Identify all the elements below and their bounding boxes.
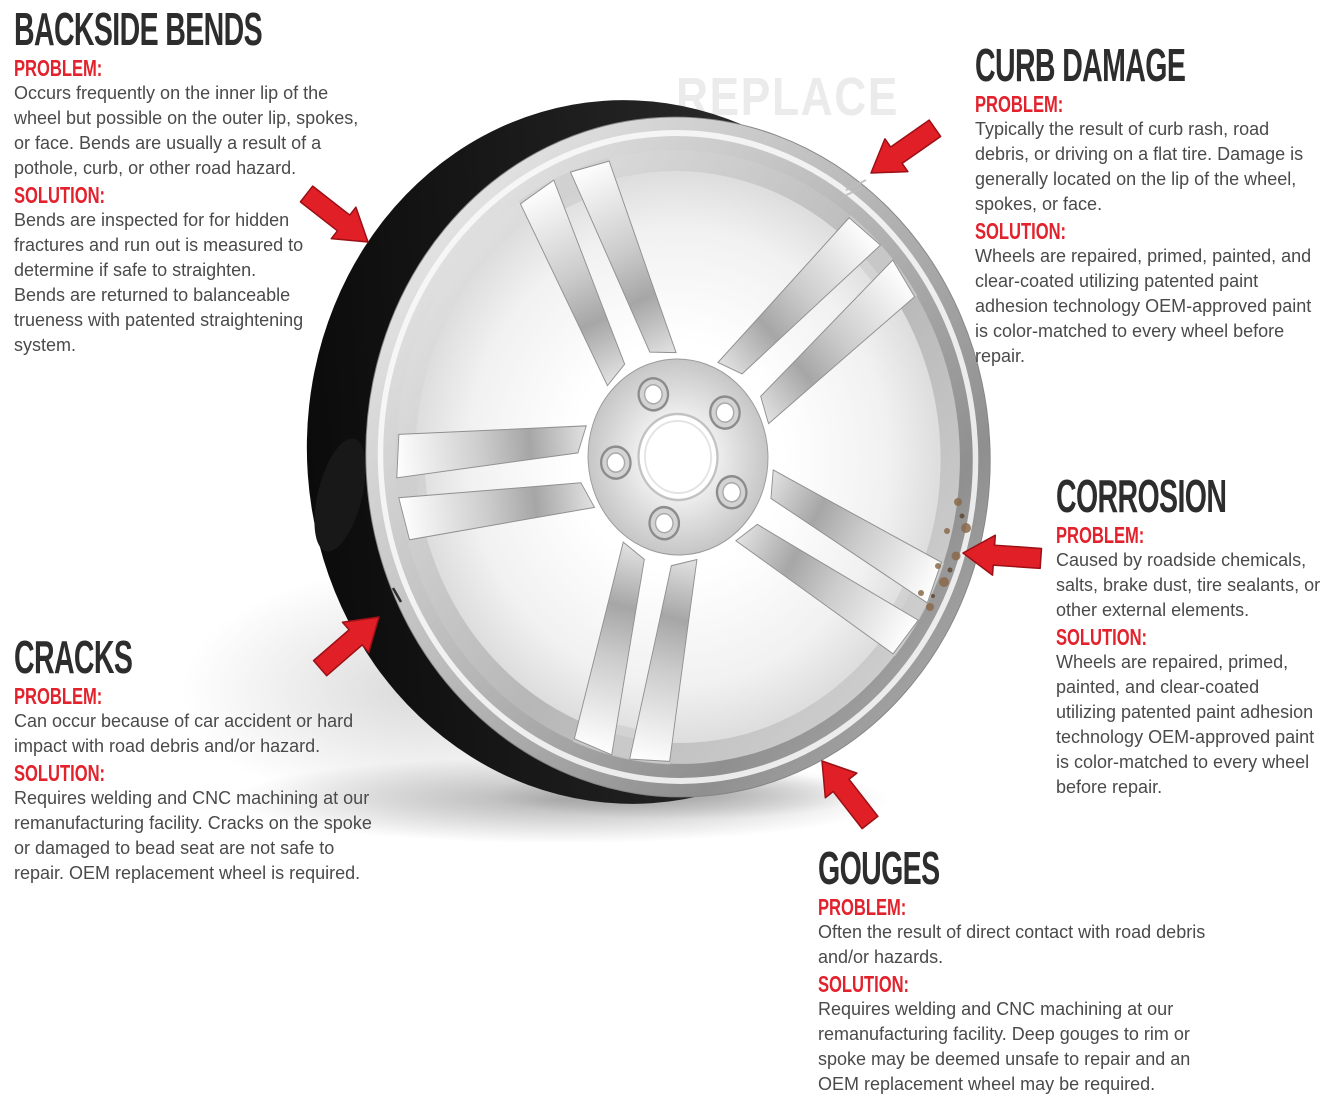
corrosion-spots: [918, 498, 971, 611]
problem-label: PROBLEM:: [818, 894, 907, 920]
problem-label: PROBLEM:: [14, 55, 103, 81]
problem-text: Can occur because of car accident or har…: [14, 711, 354, 756]
problem-label: PROBLEM:: [1056, 522, 1145, 548]
problem-label: PROBLEM:: [14, 683, 103, 709]
section-title: CRACKS: [14, 631, 133, 683]
section-title: BACKSIDE BENDS: [14, 3, 263, 55]
problem-text: Typically the result of curb rash, road …: [975, 119, 1304, 214]
wheel-face: [365, 116, 991, 798]
solution-text: Bends are inspected for for hidden fract…: [14, 210, 304, 355]
solution-text: Wheels are repaired, primed, painted, an…: [1056, 652, 1315, 797]
problem-text: Occurs frequently on the inner lip of th…: [14, 83, 359, 178]
solution-label: SOLUTION:: [14, 760, 106, 786]
solution-text: Wheels are repaired, primed, painted, an…: [975, 246, 1312, 366]
solution-label: SOLUTION:: [975, 218, 1067, 244]
center-cap: [637, 412, 719, 502]
section-corrosion: CORROSION PROBLEM: Caused by roadside ch…: [1056, 473, 1323, 802]
solution-text: Requires welding and CNC machining at ou…: [14, 788, 372, 883]
solution-label: SOLUTION:: [14, 182, 106, 208]
solution-label: SOLUTION:: [1056, 624, 1148, 650]
section-cracks: CRACKS PROBLEM: Can occur because of car…: [14, 634, 376, 888]
problem-text: Often the result of direct contact with …: [818, 922, 1206, 967]
curb-rash-mark: [841, 179, 867, 198]
crack-mark: [391, 587, 403, 603]
section-title: GOUGES: [818, 842, 940, 894]
solution-label: SOLUTION:: [818, 971, 910, 997]
section-title: CURB DAMAGE: [975, 39, 1186, 91]
solution-text: Requires welding and CNC machining at ou…: [818, 999, 1191, 1094]
problem-label: PROBLEM:: [975, 91, 1064, 117]
curb-damage-arrow-icon: [858, 111, 948, 191]
section-gouges: GOUGES PROBLEM: Often the result of dire…: [818, 845, 1232, 1099]
section-curb-damage: CURB DAMAGE PROBLEM: Typically the resul…: [975, 42, 1323, 371]
section-backside-bends: BACKSIDE BENDS PROBLEM: Occurs frequentl…: [14, 6, 364, 360]
problem-text: Caused by roadside chemicals, salts, bra…: [1056, 550, 1321, 620]
section-title: CORROSION: [1056, 470, 1227, 522]
